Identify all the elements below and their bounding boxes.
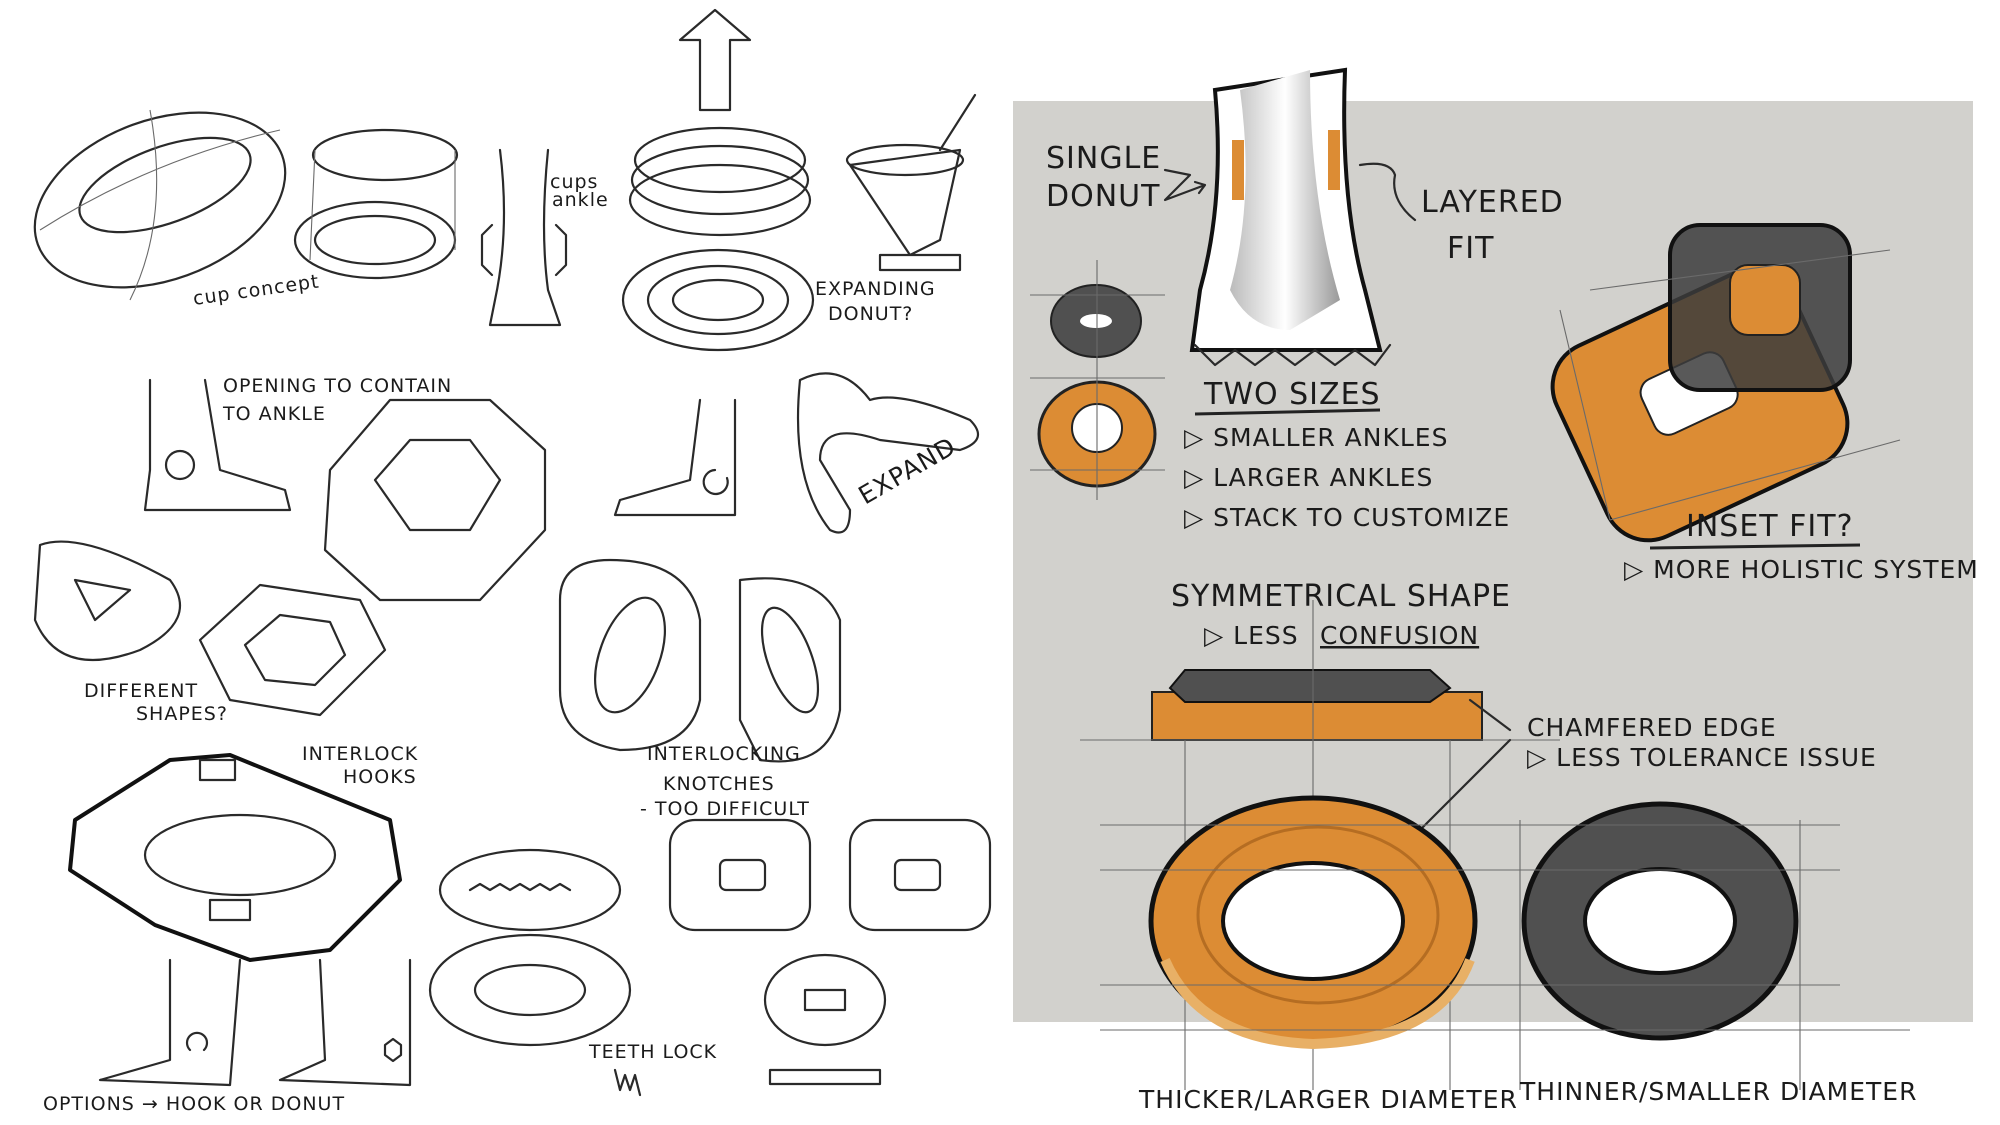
teeth-lock-sketch bbox=[428, 848, 642, 1097]
interlocking-knotches-sketch bbox=[558, 558, 842, 763]
symmetrical-item-prefix: ▷ LESS bbox=[1204, 621, 1299, 650]
note-opening-1: OPENING TO CONTAIN bbox=[223, 375, 452, 397]
note-opening-2: TO ANKLE bbox=[222, 403, 326, 425]
chamfered-edge-profile bbox=[1080, 600, 1560, 1090]
leg-cross-section bbox=[1189, 67, 1392, 367]
note-cup-concept: cup concept bbox=[192, 270, 321, 310]
note-expanding-2: DONUT? bbox=[828, 303, 913, 325]
pyramid-donut-sketch bbox=[668, 818, 992, 1086]
note-teeth-lock: TEETH LOCK bbox=[588, 1041, 717, 1063]
foot-sketches bbox=[98, 378, 737, 1087]
label-single-1: SINGLE bbox=[1046, 141, 1161, 176]
note-knotches-2: KNOTCHES bbox=[663, 773, 775, 795]
caption-thinner: THINNER/SMALLER DIAMETER bbox=[1519, 1077, 1917, 1106]
expanding-cup-sketch bbox=[845, 93, 977, 272]
thinner-donut bbox=[1100, 801, 1910, 1090]
note-different-2: SHAPES? bbox=[136, 703, 228, 725]
note-expanding-1: EXPANDING bbox=[815, 278, 936, 300]
expand-clip-sketch bbox=[796, 372, 980, 534]
note-cups-ankle-1: cups bbox=[550, 171, 598, 193]
cup-concept-sketch bbox=[33, 109, 459, 301]
note-hooks-2: HOOKS bbox=[343, 766, 417, 788]
note-knotches-1: INTERLOCKING bbox=[647, 743, 801, 765]
octagon-donut-sketch bbox=[323, 398, 547, 602]
layered-pad bbox=[1328, 130, 1340, 190]
two-sizes-item-2: ▷ LARGER ANKLES bbox=[1184, 463, 1433, 492]
label-layered-1: LAYERED bbox=[1421, 185, 1564, 220]
symmetrical-item-word: CONFUSION bbox=[1320, 621, 1479, 650]
note-different-1: DIFFERENT bbox=[84, 680, 198, 702]
two-sizes-item-1: ▷ SMALLER ANKLES bbox=[1184, 423, 1448, 452]
two-sizes-item-3: ▷ STACK TO CUSTOMIZE bbox=[1184, 503, 1510, 532]
arrow-icon bbox=[1163, 168, 1207, 202]
label-layered-2: FIT bbox=[1447, 231, 1494, 266]
heading-inset-fit: INSET FIT? bbox=[1686, 509, 1854, 544]
two-sizes-donuts bbox=[1030, 260, 1165, 500]
caption-thicker: THICKER/LARGER DIAMETER bbox=[1138, 1085, 1518, 1114]
inset-fit-item: ▷ MORE HOLISTIC SYSTEM bbox=[1624, 555, 1979, 584]
interlock-hooks-sketch bbox=[68, 753, 402, 962]
stacked-donut-sketch bbox=[621, 8, 815, 352]
note-cups-ankle-2: ankle bbox=[552, 189, 609, 211]
note-options: OPTIONS → HOOK OR DONUT bbox=[43, 1093, 345, 1115]
single-donut-pad bbox=[1232, 140, 1244, 200]
heading-symmetrical: SYMMETRICAL SHAPE bbox=[1171, 579, 1511, 614]
chamfered-2: ▷ LESS TOLERANCE ISSUE bbox=[1527, 743, 1877, 772]
arrow-icon bbox=[1358, 162, 1417, 222]
note-knotches-3: - TOO DIFFICULT bbox=[640, 798, 810, 820]
ankle-cups-sketch bbox=[480, 148, 568, 327]
inset-fit-render bbox=[1550, 223, 1901, 543]
label-single-2: DONUT bbox=[1046, 179, 1160, 214]
thicker-donut bbox=[1148, 795, 1478, 1050]
note-hooks-1: INTERLOCK bbox=[302, 743, 418, 765]
heading-two-sizes: TWO SIZES bbox=[1203, 377, 1381, 412]
chamfered-1: CHAMFERED EDGE bbox=[1527, 713, 1777, 742]
shape-variants-sketch bbox=[33, 540, 387, 717]
